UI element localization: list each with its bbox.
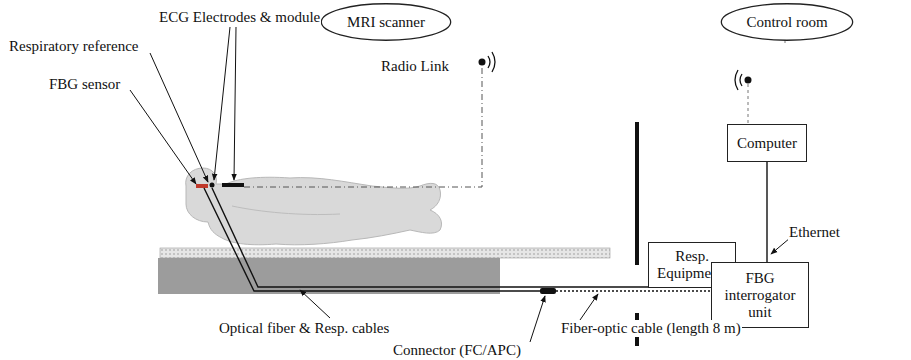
leader-line (234, 27, 236, 180)
ellipse-outline (721, 4, 852, 40)
part-label: FBG sensor (48, 76, 121, 93)
computer-box: Computer (727, 124, 807, 162)
fc-apc-connector (540, 288, 556, 294)
interface-label: Ethernet (788, 224, 841, 241)
fiber-optic-cable (556, 290, 712, 291)
leader-line (580, 294, 598, 320)
fbg-sensor (196, 184, 208, 188)
ellipse-outline (321, 4, 450, 40)
respiratory-reference (210, 183, 215, 188)
part-label: ECG Electrodes & module (158, 9, 321, 26)
node-text: FBG interrogator unit (716, 270, 804, 321)
antenna-stem (785, 40, 786, 46)
part-label: Fiber-optic cable (length 8 m) (560, 320, 742, 337)
leader-line (214, 27, 230, 180)
location-ellipse: Control room (720, 3, 854, 41)
node-text: Computer (733, 135, 801, 152)
ethernet-link (766, 162, 767, 262)
radio-waves (488, 52, 495, 72)
antenna (479, 59, 486, 66)
shield-wall (635, 122, 639, 265)
leader-line (530, 296, 545, 342)
interrogator-box: FBG interrogator unit (711, 262, 809, 328)
antenna (745, 77, 752, 84)
leader-line (300, 290, 330, 318)
ecg-module (222, 183, 244, 187)
resp-cable (212, 188, 652, 287)
radio-link-line (244, 66, 482, 187)
link-label: Radio Link (380, 58, 450, 75)
location-ellipse: MRI scanner (320, 3, 452, 41)
part-label: Connector (FC/APC) (392, 342, 522, 359)
patient-arm (232, 206, 340, 215)
leader-line (130, 90, 196, 184)
radio-waves (735, 70, 742, 90)
optical-fiber (204, 188, 548, 291)
patient-body (186, 168, 442, 245)
part-label: Respiratory reference (8, 38, 140, 55)
antenna-stem (748, 84, 749, 124)
node-text: Control room (742, 14, 831, 31)
node-text: MRI scanner (343, 14, 429, 31)
leader-line (150, 53, 208, 182)
mattress (160, 248, 610, 258)
bed-base (158, 258, 500, 294)
part-label: Optical fiber & Resp. cables (218, 320, 390, 337)
